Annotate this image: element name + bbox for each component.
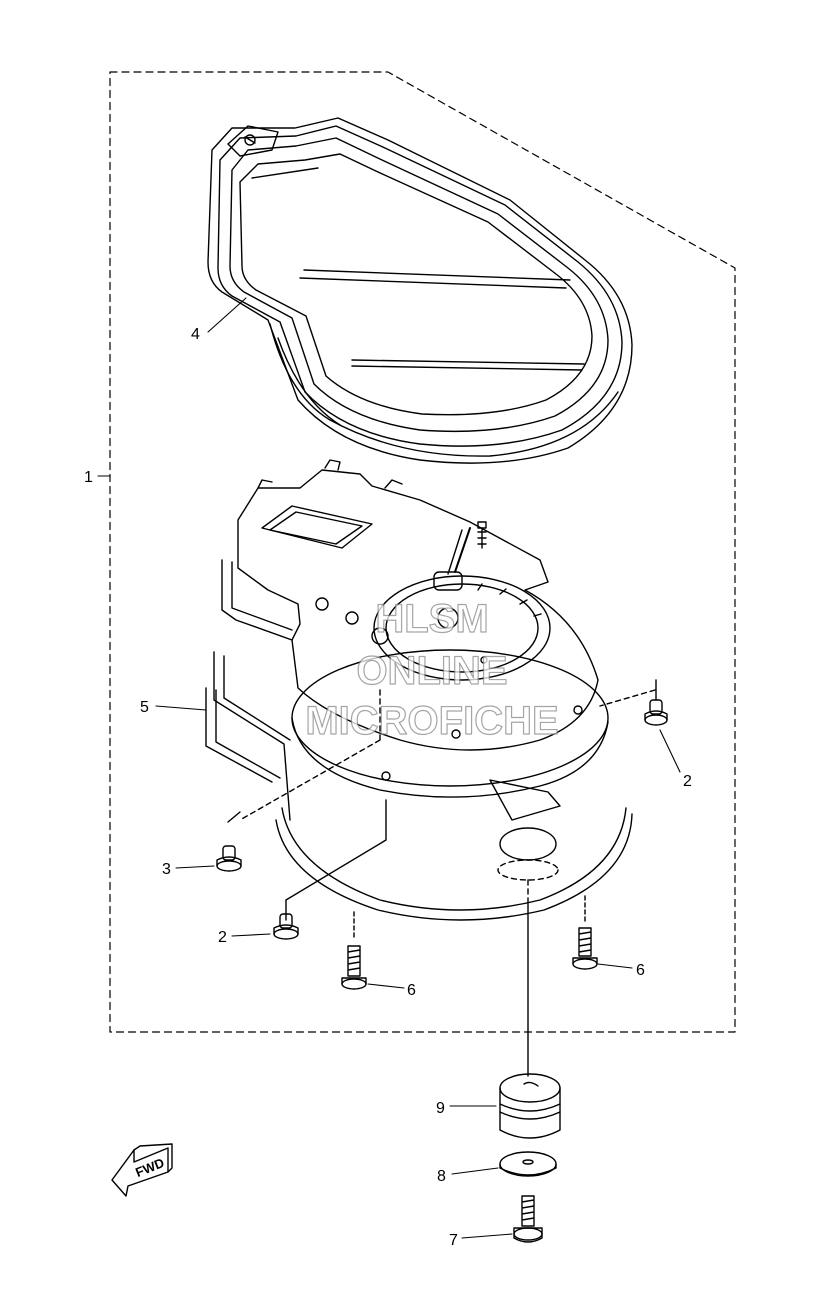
callout-labels: 1 4 5 2 3 2 6 6 9 8 7 [84,326,692,1249]
watermark-line-2: ONLINE [356,649,507,693]
screw-part-6-right [572,895,598,970]
callout-2-right: 2 [683,773,692,790]
damper-part-9 [499,1073,561,1139]
grommet-part-3 [216,845,242,872]
callout-2-left: 2 [218,929,227,946]
callout-7: 7 [449,1232,458,1249]
grommet-part-2-left [273,913,299,940]
screw-part-6-left [341,911,367,990]
watermark-line-3: MICROFICHE [305,699,558,743]
leader-lines [97,297,681,1239]
grommet-part-2-right [644,699,668,726]
callout-6-left: 6 [407,982,416,999]
assembly-boundary [109,71,736,1033]
upper-case-part-4 [207,117,633,464]
watermark-line-1: HLSM [375,597,488,641]
fwd-label: FWD [133,1155,166,1180]
screw-part-7 [513,1195,543,1243]
callout-9: 9 [436,1100,445,1117]
fwd-direction-arrow: FWD [111,1143,173,1197]
watermark: HLSM ONLINE MICROFICHE [305,596,560,743]
callout-1: 1 [84,469,93,486]
meter-body-part-5 [205,459,657,921]
callout-5: 5 [140,699,149,716]
callout-8: 8 [437,1168,446,1185]
callout-3: 3 [162,861,171,878]
washer-part-8 [499,1151,557,1177]
callout-4: 4 [191,326,200,343]
callout-6-right: 6 [636,962,645,979]
